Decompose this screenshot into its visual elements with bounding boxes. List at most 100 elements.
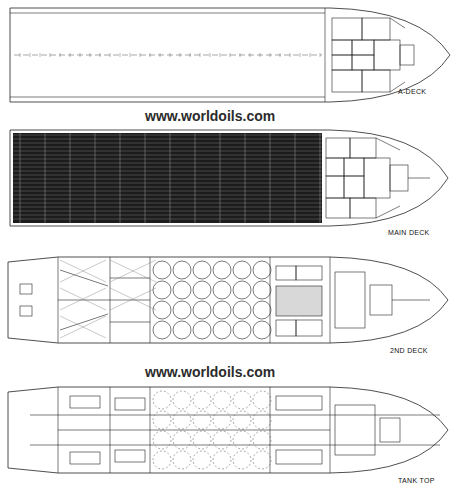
tank-circle (253, 261, 271, 279)
frame-tick (80, 53, 81, 57)
tank-circle (233, 281, 251, 299)
tank-outline (173, 431, 191, 449)
deck-frame (20, 133, 21, 223)
tank-outline (153, 451, 171, 469)
tank-circle (193, 281, 211, 299)
hull-outline (8, 387, 448, 473)
tank-outline (153, 411, 171, 429)
tank-outline (213, 391, 231, 409)
deck-name: 2ND DECK (390, 347, 428, 354)
deck-plank (13, 139, 322, 140)
tank-circle (193, 301, 211, 319)
deck-plank (13, 151, 322, 152)
cargo-deck (13, 133, 322, 223)
frame-tick (150, 53, 151, 57)
tank-circle (253, 321, 271, 339)
machinery (20, 266, 430, 336)
tank-circle (233, 301, 251, 319)
tank-circle (173, 301, 191, 319)
tank-outline (233, 431, 251, 449)
deck-plank (13, 171, 322, 172)
deck-plank (13, 215, 322, 216)
void-mark (60, 260, 106, 282)
frame-tick (50, 53, 51, 57)
accommodation (326, 138, 430, 218)
tank-outline (233, 411, 251, 429)
frame-tick (210, 53, 211, 57)
watermark: www.worldoils.com (145, 108, 275, 124)
hull-outline (10, 8, 450, 102)
deck-plank (13, 207, 322, 208)
tank-circle (193, 261, 211, 279)
frame-tick (240, 53, 241, 57)
accommodation (332, 18, 414, 92)
frame-tick (140, 53, 141, 57)
void-mark (110, 288, 156, 310)
repeat-strokes (13, 53, 322, 469)
frame-tick (30, 53, 31, 57)
frame-tick (180, 53, 181, 57)
deck-edge (10, 8, 325, 102)
frame-tick (190, 53, 191, 57)
tank-circle (153, 261, 171, 279)
frame-tick (20, 53, 21, 57)
tank-outline (233, 391, 251, 409)
void-mark (110, 260, 156, 282)
deck-frame (320, 133, 321, 223)
frame-tick (260, 53, 261, 57)
deck-frame (220, 133, 221, 223)
tank-outline (173, 451, 191, 469)
tank-circle (233, 261, 251, 279)
frame-tick (90, 53, 91, 57)
deck-name: MAIN DECK (388, 229, 430, 236)
deck-plank (13, 183, 322, 184)
deck-name: TANK TOP (398, 477, 435, 484)
tank-outline (193, 451, 211, 469)
deck-plank (13, 159, 322, 160)
deck-plank (13, 147, 322, 148)
tank-circle (253, 281, 271, 299)
tank-outline (253, 391, 271, 409)
tank-outline (173, 391, 191, 409)
frame-tick (270, 53, 271, 57)
deck-frame (70, 133, 71, 223)
deck-frame (45, 133, 46, 223)
frame-tick (320, 53, 321, 57)
tank-circle (153, 281, 171, 299)
frame-tick (170, 53, 171, 57)
deck-plank (13, 219, 322, 220)
tank-outline (193, 391, 211, 409)
frame-tick (60, 53, 61, 57)
deck-plank (13, 195, 322, 196)
deck-frame (120, 133, 121, 223)
deck-plank (13, 143, 322, 144)
frame-tick (250, 53, 251, 57)
void-mark (60, 288, 106, 310)
tank-circle (253, 301, 271, 319)
deck-frame (145, 133, 146, 223)
frame-tick (310, 53, 311, 57)
frame-tick (100, 53, 101, 57)
tank-circle (193, 321, 211, 339)
deck-plank (13, 167, 322, 168)
tank-outline (233, 451, 251, 469)
hull-outline (8, 257, 448, 343)
tank-circle (213, 281, 231, 299)
tank-outline (213, 411, 231, 429)
deck-plank (13, 211, 322, 212)
tank-circle (213, 261, 231, 279)
frame-tick (110, 53, 111, 57)
frame-tick (160, 53, 161, 57)
hull-outline (10, 130, 448, 226)
tank-outline (153, 391, 171, 409)
deck-plank (13, 135, 322, 136)
deck-frame (270, 133, 271, 223)
tank-outline (253, 411, 271, 429)
tank-circle (213, 321, 231, 339)
frame-tick (130, 53, 131, 57)
void-mark (60, 316, 106, 338)
tank-circle (173, 321, 191, 339)
deck-plank (13, 187, 322, 188)
